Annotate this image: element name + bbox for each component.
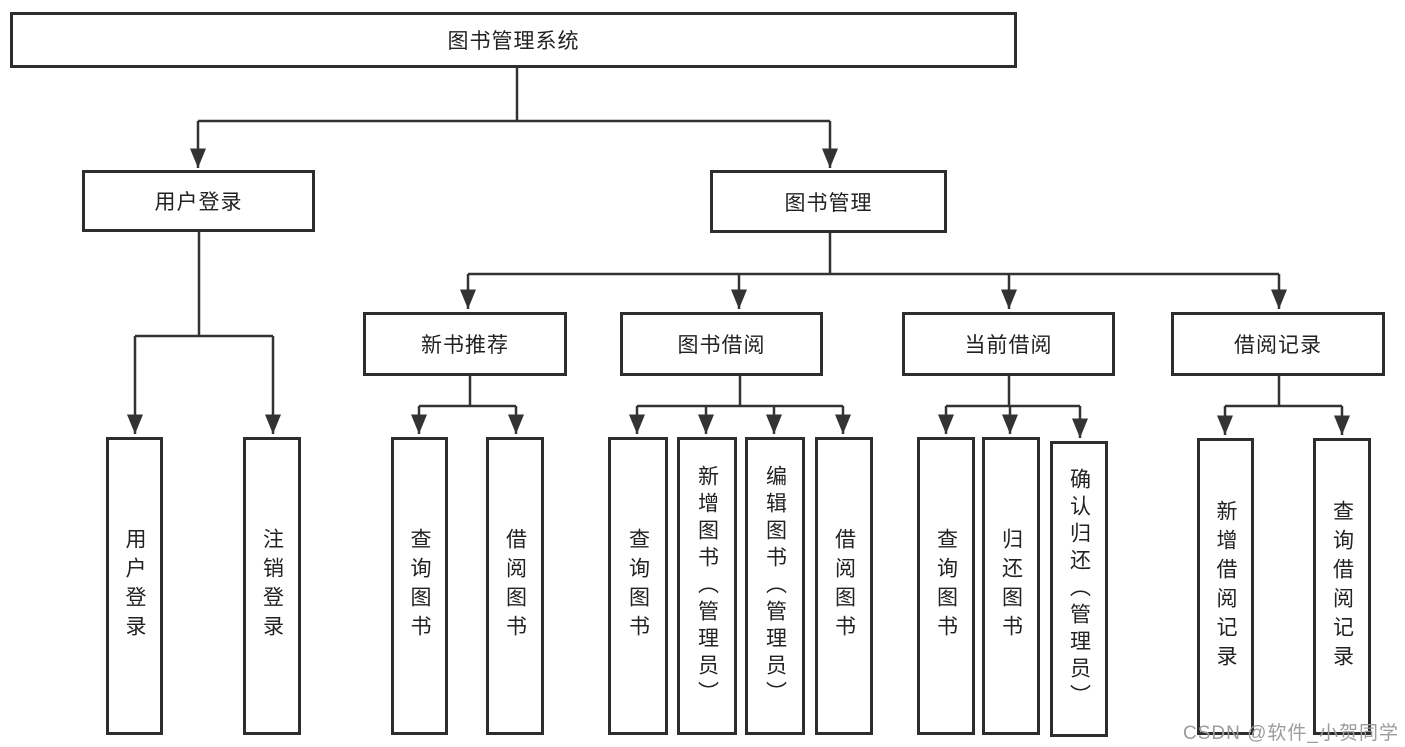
node-leaf-user-login: 用户登录 xyxy=(106,437,163,735)
node-user-login: 用户登录 xyxy=(82,170,315,232)
node-label: 图书管理系统 xyxy=(447,30,580,53)
node-label: 查询借阅记录 xyxy=(1330,499,1354,674)
node-leaf-query-borrow-record: 查询借阅记录 xyxy=(1313,438,1371,735)
node-leaf-query-books-1: 查询图书 xyxy=(391,437,448,735)
connector-book-borrow xyxy=(629,376,851,434)
node-label: 归还图书 xyxy=(999,528,1023,644)
node-label: 图书借阅 xyxy=(677,334,766,357)
node-leaf-logout: 注销登录 xyxy=(243,437,301,735)
node-label: 用户登录 xyxy=(123,528,146,644)
connector-book-management xyxy=(460,233,1287,309)
node-book-management: 图书管理 xyxy=(710,170,947,233)
node-label: 借阅图书 xyxy=(503,528,527,644)
node-label: 查询图书 xyxy=(626,528,650,644)
connector-current-borrow xyxy=(938,376,1088,438)
node-new-books: 新书推荐 xyxy=(363,312,567,376)
node-label: 借阅图书 xyxy=(832,528,856,644)
node-label: 注销登录 xyxy=(260,528,284,644)
node-label: 借阅记录 xyxy=(1234,334,1322,357)
node-leaf-confirm-return-admin: 确认归还（管理员） xyxy=(1050,441,1108,737)
node-label: 新增图书（管理员） xyxy=(695,464,719,708)
node-leaf-query-books-2: 查询图书 xyxy=(608,437,668,735)
node-leaf-borrow-books-2: 借阅图书 xyxy=(815,437,873,735)
node-label: 新书推荐 xyxy=(421,334,509,357)
node-leaf-add-borrow-record: 新增借阅记录 xyxy=(1197,438,1254,735)
node-current-borrow: 当前借阅 xyxy=(902,312,1115,376)
csdn-watermark: CSDN @软件_小贺同学 xyxy=(1183,723,1399,744)
node-label: 当前借阅 xyxy=(964,334,1053,357)
node-leaf-return-books: 归还图书 xyxy=(982,437,1040,735)
node-root-library-system: 图书管理系统 xyxy=(10,12,1017,68)
connector-root xyxy=(190,68,838,168)
node-leaf-edit-books-admin: 编辑图书（管理员） xyxy=(745,437,805,735)
node-leaf-borrow-books-1: 借阅图书 xyxy=(486,437,544,735)
node-label: 确认归还（管理员） xyxy=(1067,467,1091,711)
node-label: 编辑图书（管理员） xyxy=(763,464,787,708)
connector-user-login xyxy=(127,232,281,434)
node-leaf-add-books-admin: 新增图书（管理员） xyxy=(677,437,737,735)
node-label: 查询图书 xyxy=(934,528,958,644)
node-label: 图书管理 xyxy=(784,191,873,215)
node-leaf-query-books-3: 查询图书 xyxy=(917,437,975,735)
node-book-borrow: 图书借阅 xyxy=(620,312,823,376)
node-label: 查询图书 xyxy=(408,528,431,644)
connector-new-books xyxy=(411,376,524,434)
node-label: 用户登录 xyxy=(154,191,243,214)
node-label: 新增借阅记录 xyxy=(1214,499,1237,674)
node-borrow-records: 借阅记录 xyxy=(1171,312,1385,376)
connector-borrow-records xyxy=(1217,376,1350,435)
